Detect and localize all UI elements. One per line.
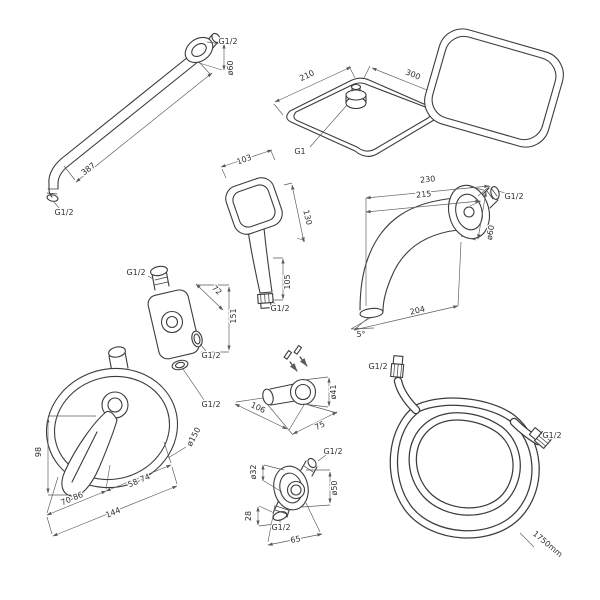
dim-hand-width: 103: [235, 153, 252, 167]
hose-fitting-a: [390, 355, 405, 379]
dim-valve-bottom-thread: G1/2: [201, 400, 220, 409]
dim-valve-depth: 72: [210, 283, 224, 297]
dim-arm-length: 387: [80, 161, 98, 178]
fastener-icons: [283, 345, 308, 372]
wall-spout-dimensions: 230 215 G1/2 ø60 204 5°: [350, 173, 525, 340]
mixer-trim: [45, 346, 179, 497]
dim-valve-top-thread: G1/2: [126, 268, 145, 277]
dim-holder-diameter: ø41: [329, 384, 338, 399]
shower-arm-dimensions: 387 G1/2 ø60 G1/2: [53, 36, 239, 219]
dim-outlet-top-thread: G1/2: [323, 447, 342, 456]
overhead-shower: [286, 77, 439, 157]
hose-fitting-b: [528, 427, 553, 450]
dim-hose-thread-a: G1/2: [368, 362, 387, 371]
mixer-valve-body: [147, 265, 203, 371]
shower-holder: [262, 345, 317, 406]
dim-outlet-pipe-diameter: ø32: [249, 464, 258, 479]
dim-outlet-width: 65: [290, 534, 302, 545]
dim-holder-width: 75: [313, 419, 326, 432]
dim-arm-diameter: ø60: [226, 60, 235, 75]
dim-trim-total-width: 144: [104, 506, 122, 520]
dim-trim-handle-length: 98: [34, 447, 43, 457]
dim-outlet-depth: 28: [244, 511, 253, 521]
hand-shower: [225, 177, 283, 309]
dim-spout-angle: 5°: [356, 330, 365, 339]
dim-hand-head-height: 130: [301, 209, 313, 226]
dim-hand-handle-length: 105: [283, 274, 292, 289]
shower-arm: [46, 32, 221, 202]
dim-trim-plate-diameter: ø150: [185, 426, 202, 448]
wall-outlet-dimensions: ø32 G1/2 ø50 28 G1/2 65: [243, 446, 344, 546]
shower-face-plate: [424, 28, 564, 148]
dim-spout-length: 215: [416, 189, 432, 200]
dim-overhead-thread: G1: [294, 147, 305, 156]
dim-overhead-length: 300: [404, 68, 422, 82]
dim-hand-thread: G1/2: [270, 304, 289, 313]
dim-holder-depth: 106: [249, 400, 267, 415]
dim-spout-projection: 204: [409, 304, 426, 316]
dim-spout-total-length: 230: [420, 174, 436, 185]
dim-arm-end-thread: G1/2: [54, 208, 73, 217]
wall-outlet: [272, 457, 318, 521]
dim-spout-thread: G1/2: [504, 192, 523, 201]
dim-hose-thread-b: G1/2: [542, 431, 561, 440]
dim-overhead-width: 210: [298, 68, 316, 83]
dim-valve-side-thread: G1/2: [201, 351, 220, 360]
dim-spout-diameter: ø60: [485, 224, 496, 240]
dim-hose-length: 1750mm: [531, 529, 564, 559]
dim-outlet-bottom-thread: G1/2: [271, 523, 290, 532]
shower-hose: [389, 355, 553, 539]
dim-arm-wall-thread: G1/2: [218, 37, 237, 46]
dim-valve-height: 151: [229, 308, 238, 323]
dim-outlet-flange-diameter: ø50: [330, 480, 339, 495]
